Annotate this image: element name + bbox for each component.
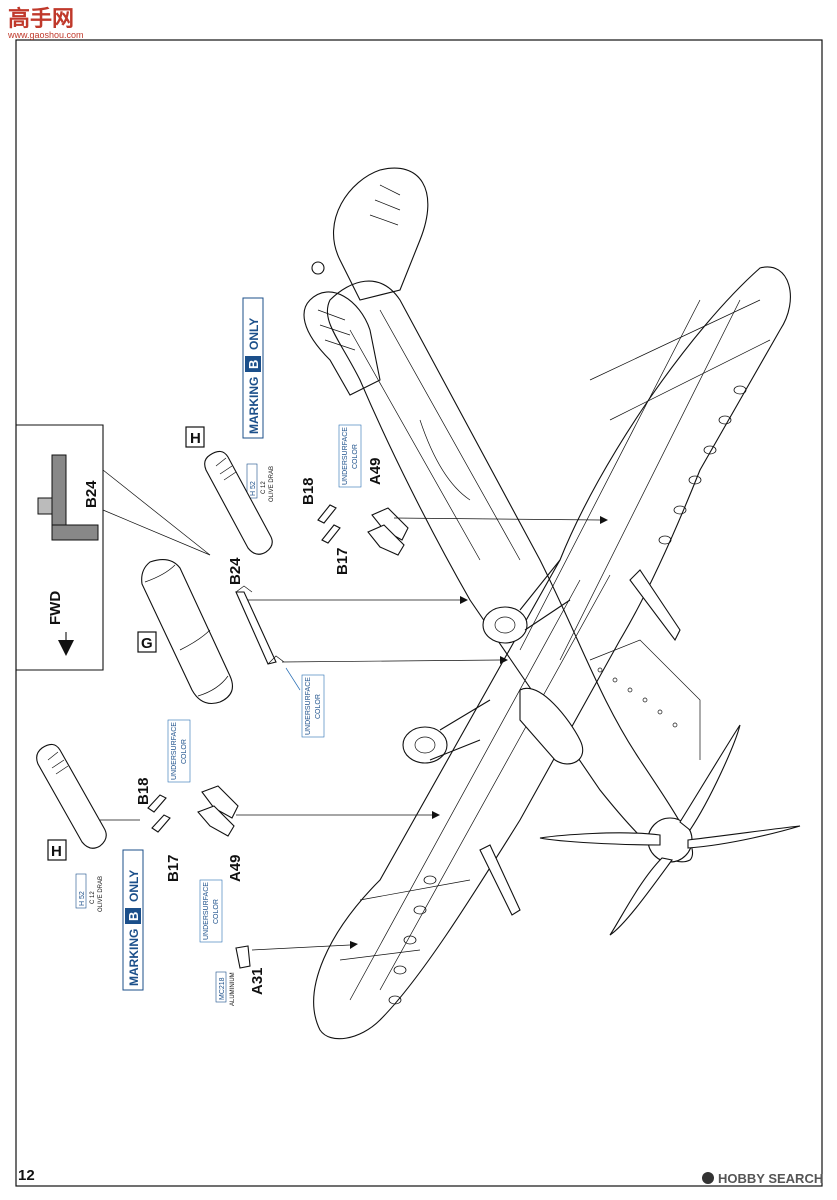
upper-callout-group: MARKING B ONLY H H 52 C 12 OLIVE DRAB UN…: [185, 297, 608, 585]
step-h-upper: H: [190, 430, 201, 447]
part-a49-lower: A49: [227, 854, 244, 882]
svg-text:高手网: 高手网: [8, 6, 74, 31]
metal-spec: MC218 ALUMINIUM: [215, 971, 236, 1006]
part-b18-lower: B18: [135, 777, 152, 805]
svg-text:COLOR: COLOR: [352, 444, 359, 469]
fwd-inset: B24 FWD: [16, 424, 211, 671]
tail-upper: [333, 167, 429, 301]
color-spec-lower: H 52 C 12 OLIVE DRAB: [75, 873, 104, 912]
part-b17-upper: B17: [334, 547, 351, 575]
svg-text:MC218: MC218: [219, 977, 226, 1000]
svg-text:C 12: C 12: [90, 891, 96, 904]
drop-tank-group: G UNDERSURFACE COLOR: [137, 559, 508, 738]
svg-text:COLOR: COLOR: [315, 694, 322, 719]
svg-text:H 52: H 52: [79, 891, 86, 906]
svg-text:HOBBY SEARCH: HOBBY SEARCH: [718, 1171, 823, 1186]
fwd-label: FWD: [47, 591, 64, 625]
wing-outline: [313, 266, 791, 1040]
svg-text:C 12: C 12: [261, 481, 267, 494]
fwd-arrow-icon: [58, 640, 74, 656]
part-a31: A31: [249, 967, 266, 995]
svg-text:ALUMINIUM: ALUMINIUM: [230, 972, 236, 1006]
main-gear-left: [402, 699, 491, 764]
tail-lower: [303, 291, 381, 396]
svg-text:COLOR: COLOR: [213, 899, 220, 924]
svg-text:ONLY: ONLY: [247, 318, 261, 350]
part-a49-upper: A49: [367, 457, 384, 485]
svg-text:UNDERSURFACE: UNDERSURFACE: [342, 427, 349, 485]
marking-b-only-upper: MARKING B ONLY: [242, 297, 264, 439]
part-b17-lower: B17: [165, 854, 182, 882]
fuselage-outline: [326, 280, 694, 863]
svg-text:UNDERSURFACE: UNDERSURFACE: [305, 677, 312, 735]
svg-text:MARKING: MARKING: [127, 929, 141, 986]
svg-text:UNDERSURFACE: UNDERSURFACE: [171, 722, 178, 780]
drop-tank: [141, 559, 233, 705]
part-b24: B24: [227, 557, 244, 585]
main-gear-right: [482, 559, 571, 644]
propeller: [539, 724, 801, 936]
svg-text:B: B: [126, 912, 141, 921]
svg-text:ONLY: ONLY: [127, 870, 141, 902]
svg-text:H 52: H 52: [250, 481, 257, 496]
svg-text:OLIVE DRAB: OLIVE DRAB: [269, 466, 275, 502]
inset-part-label: B24: [83, 480, 100, 508]
svg-text:MARKING: MARKING: [247, 377, 261, 434]
part-b18-upper: B18: [300, 477, 317, 505]
hobbysearch-watermark: HOBBY SEARCH: [702, 1171, 823, 1186]
svg-text:www.gaoshou.com: www.gaoshou.com: [7, 30, 84, 40]
step-h-lower: H: [51, 843, 62, 860]
page-number: 12: [18, 1167, 35, 1184]
lower-callout-group: H H 52 C 12 OLIVE DRAB MARKING B ONLY UN…: [36, 719, 440, 1006]
svg-text:COLOR: COLOR: [181, 739, 188, 764]
svg-text:UNDERSURFACE: UNDERSURFACE: [203, 882, 210, 940]
color-spec-upper: H 52 C 12 OLIVE DRAB: [246, 463, 275, 502]
marking-b-only-lower: MARKING B ONLY: [122, 849, 144, 991]
svg-text:OLIVE DRAB: OLIVE DRAB: [98, 876, 104, 912]
page-border: [15, 39, 823, 1187]
watermark-logo: 高手网 www.gaoshou.com: [7, 6, 84, 40]
svg-text:B: B: [246, 360, 261, 369]
aircraft-underside-drawing: [303, 167, 801, 1040]
step-g: G: [141, 635, 153, 652]
